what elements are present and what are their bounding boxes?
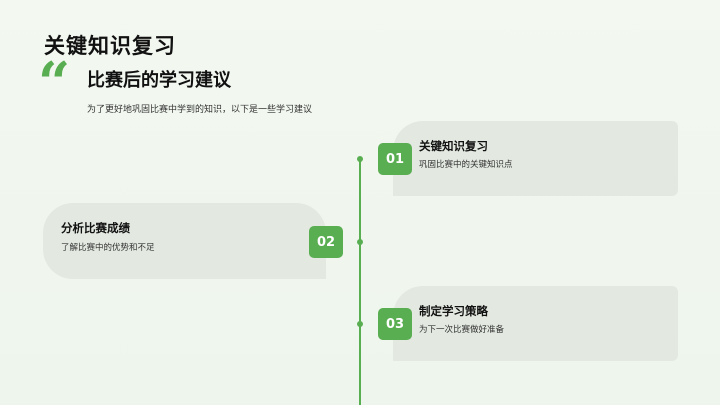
step-desc-1: 巩固比赛中的关键知识点 <box>419 160 513 170</box>
slide-subtitle: 比赛后的学习建议 <box>87 70 231 91</box>
timeline-line <box>359 157 361 405</box>
timeline-dot <box>357 321 363 327</box>
step-badge-3: 03 <box>378 308 412 340</box>
step-title-1: 关键知识复习 <box>419 139 488 153</box>
step-title-2: 分析比赛成绩 <box>61 221 130 235</box>
step-desc-3: 为下一次比赛做好准备 <box>419 325 505 335</box>
slide-description: 为了更好地巩固比赛中学到的知识，以下是一些学习建议 <box>87 105 313 115</box>
quote-icon: “ <box>38 50 71 116</box>
timeline-dot <box>357 239 363 245</box>
step-badge-2: 02 <box>309 226 343 258</box>
step-badge-1: 01 <box>378 143 412 175</box>
step-desc-2: 了解比赛中的优势和不足 <box>61 243 155 253</box>
slide-title: 关键知识复习 <box>44 34 176 58</box>
timeline-card-1 <box>393 121 678 196</box>
timeline-dot <box>357 156 363 162</box>
timeline-card-3 <box>393 286 678 361</box>
timeline-card-2 <box>43 203 326 279</box>
step-title-3: 制定学习策略 <box>419 304 488 318</box>
